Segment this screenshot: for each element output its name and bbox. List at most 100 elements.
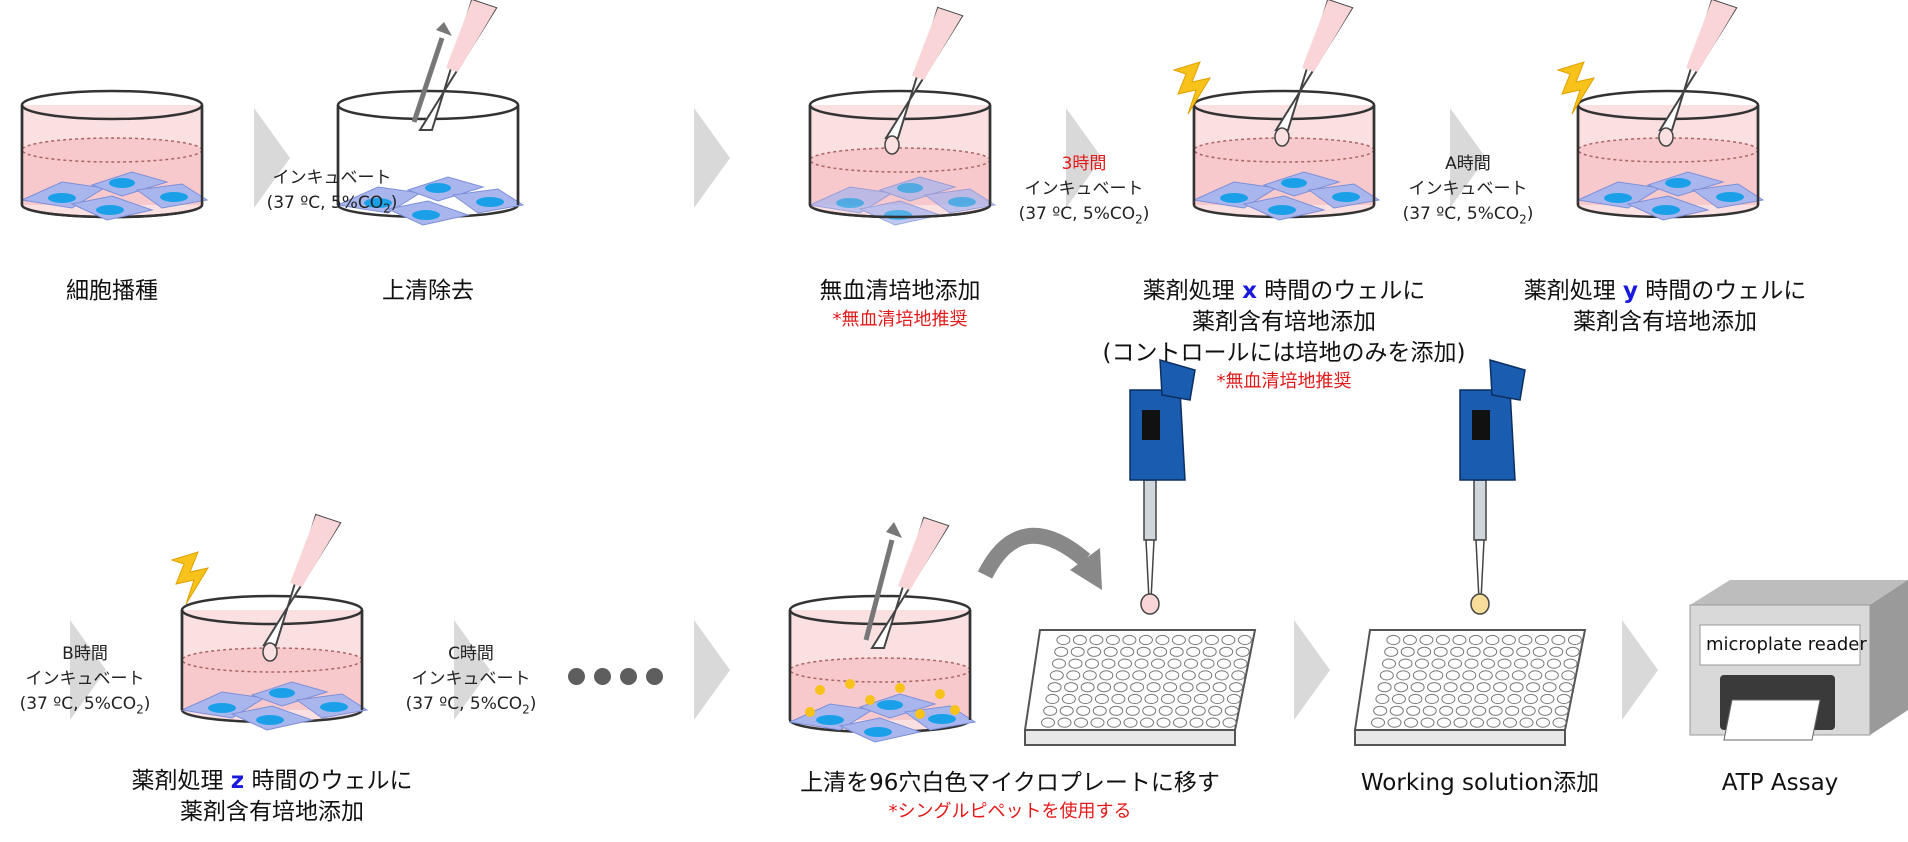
plate-well [1198, 670, 1213, 681]
plate-well [1111, 693, 1126, 705]
incubation-3: A時間 インキュベート (37 ºC, 5%CO2) [1402, 154, 1534, 227]
plate-well [1556, 693, 1571, 705]
plate-well [1045, 693, 1060, 705]
plate-well [1386, 634, 1401, 646]
plate-well [1231, 670, 1246, 681]
plate-well [1483, 646, 1498, 657]
plate-well [1113, 682, 1128, 693]
plate-well [1120, 646, 1135, 657]
plate-well [1105, 634, 1120, 646]
dish-seeding [20, 89, 208, 221]
reader-label: microplate reader [1706, 634, 1867, 655]
plate-well [1229, 682, 1244, 693]
plate-well [1054, 646, 1069, 657]
plate-well [1540, 693, 1555, 705]
plate-well [1068, 658, 1083, 669]
plate-well [1519, 717, 1534, 728]
plate-well [1214, 670, 1229, 681]
plate-well [1064, 682, 1079, 693]
plate-well [1516, 646, 1531, 657]
plate-well [1043, 705, 1058, 716]
plate-well [1404, 717, 1418, 728]
plate-well [1140, 717, 1154, 728]
plate-well [1123, 717, 1138, 728]
plate-well [1422, 705, 1437, 716]
plate-well [1495, 670, 1510, 681]
plate-well [1049, 670, 1064, 681]
plate-well [1431, 658, 1446, 669]
plate-well [1122, 634, 1137, 646]
plate-well [1189, 717, 1204, 728]
plate-well [1497, 658, 1512, 669]
plate-well [1526, 682, 1541, 693]
plate-well [1188, 634, 1203, 646]
plate-well [1410, 682, 1425, 693]
plate-well [1563, 658, 1578, 669]
plate-well [1186, 646, 1201, 657]
plate-well [1146, 682, 1161, 693]
plate-well [1377, 682, 1392, 693]
plate-well [1532, 646, 1547, 657]
plate-well [1059, 705, 1074, 716]
plate-well [1402, 634, 1417, 646]
plate-well [1468, 634, 1483, 646]
step-label-drug-z-line2: 薬剤含有培地添加 [180, 799, 364, 825]
plate-well [1443, 682, 1458, 693]
plate-well [1173, 717, 1187, 728]
plate-well [1107, 717, 1121, 728]
plate-well [1485, 634, 1500, 646]
step-arrow [1066, 108, 1102, 208]
plate-well [1509, 682, 1524, 693]
plate-well [1460, 682, 1475, 693]
plate-well [1210, 693, 1225, 705]
plate-well [1549, 646, 1564, 657]
step-label-remove: 上清除去 [382, 278, 474, 304]
plate-well [1169, 646, 1184, 657]
plate-well [1196, 682, 1211, 693]
plate-well [1204, 634, 1219, 646]
plate-well [1547, 658, 1561, 669]
plate-well [1144, 693, 1159, 705]
plate-well [1130, 682, 1145, 693]
plate-well [1089, 634, 1104, 646]
var-z: z [230, 768, 245, 794]
plate-well [1406, 705, 1421, 716]
plate-well [1052, 658, 1066, 669]
plate-well [1398, 658, 1413, 669]
plate-well [1085, 658, 1099, 669]
plate-well [1094, 693, 1109, 705]
plate-well [1057, 717, 1072, 728]
plate-well [1142, 705, 1157, 716]
step-label-drug-y: 薬剤処理 y 時間のウェルに [1523, 278, 1807, 304]
dish-drug-x [1173, 0, 1380, 221]
dish-transfer-supernatant [788, 517, 976, 743]
plate-well [1433, 646, 1448, 657]
plate-well [1476, 682, 1491, 693]
step-label-seeding: 細胞播種 [66, 278, 158, 304]
plate-well [1155, 634, 1170, 646]
plate-well [1090, 717, 1105, 728]
plate-well [1394, 682, 1409, 693]
plate-well [1408, 693, 1423, 705]
plate-well [1536, 717, 1550, 728]
plate-well [1148, 670, 1163, 681]
step-label-drug-x: 薬剤処理 x 時間のウェルに [1142, 278, 1426, 304]
step-arrow [1450, 108, 1486, 208]
plate-well [1523, 693, 1538, 705]
plate-well [1097, 682, 1112, 693]
plate-well [1488, 705, 1503, 716]
plate-well [1505, 705, 1520, 716]
plate-well [1226, 693, 1241, 705]
plate-well [1158, 705, 1173, 716]
plate-well [1387, 717, 1402, 728]
plate-well [1109, 705, 1124, 716]
plate-well [1544, 670, 1559, 681]
plate-well [1391, 693, 1406, 705]
step-label-drug-x-line2: 薬剤含有培地添加 [1192, 309, 1376, 335]
plate-well [1041, 717, 1055, 728]
plate-well [1450, 646, 1465, 657]
plate-well [1437, 717, 1451, 728]
plate-well [1501, 634, 1516, 646]
plate-well [1481, 658, 1495, 669]
plate-well [1435, 634, 1450, 646]
